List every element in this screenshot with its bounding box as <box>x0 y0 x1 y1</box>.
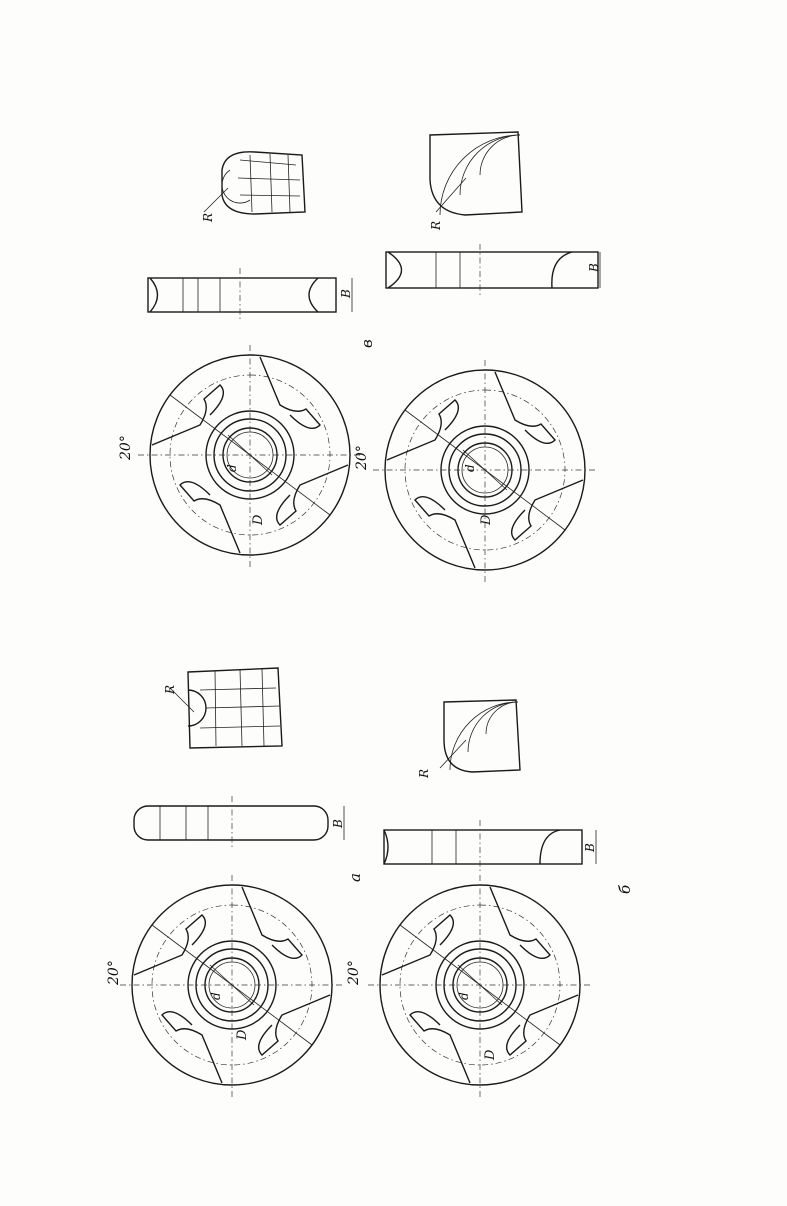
bore-label-a: d <box>209 992 223 1000</box>
svg-text:б: б <box>616 884 634 894</box>
svg-text:d: d <box>457 992 471 1000</box>
svg-text:D: D <box>251 514 266 526</box>
svg-text:20°: 20° <box>118 435 134 461</box>
svg-text:D: D <box>483 1049 498 1061</box>
svg-text:20°: 20° <box>346 960 362 986</box>
radius-label-a: R <box>163 685 177 695</box>
width-label-v1: B <box>339 289 353 299</box>
svg-text:B: B <box>331 819 345 829</box>
workpiece-v1 <box>203 151 306 215</box>
angle-label-v2: 20° <box>354 445 370 471</box>
bore-label-b: d <box>457 992 471 1000</box>
svg-text:R: R <box>417 769 431 779</box>
svg-text:R: R <box>201 213 215 223</box>
svg-text:B: B <box>587 263 601 273</box>
angle-label-b: 20° <box>346 960 362 986</box>
diameter-label-b: D <box>483 1049 498 1061</box>
diameter-label-v1: D <box>251 514 266 526</box>
radius-label-v1: R <box>201 213 215 223</box>
cutter-a <box>119 872 345 1098</box>
width-label-a: B <box>331 819 345 829</box>
bore-label-v2: d <box>463 464 477 472</box>
workpiece-a <box>169 667 283 749</box>
svg-text:D: D <box>479 514 494 526</box>
svg-text:d: d <box>209 992 223 1000</box>
svg-text:d: d <box>225 464 239 472</box>
width-label-b: B <box>583 843 597 853</box>
angle-label-a: 20° <box>106 960 122 986</box>
svg-text:а: а <box>346 873 364 882</box>
caption-a: а <box>346 873 364 882</box>
svg-text:B: B <box>339 289 353 299</box>
side-profile-v1 <box>147 268 353 322</box>
side-profile-v2 <box>385 244 601 296</box>
cutter-v1 <box>137 342 363 568</box>
svg-text:D: D <box>235 1029 250 1041</box>
cutter-b <box>367 872 593 1098</box>
angle-label-v1: 20° <box>118 435 134 461</box>
panel-v <box>137 131 601 583</box>
svg-text:B: B <box>583 843 597 853</box>
svg-text:20°: 20° <box>106 960 122 986</box>
svg-text:R: R <box>163 685 177 695</box>
diameter-label-a: D <box>235 1029 250 1041</box>
caption-v: в <box>358 339 376 348</box>
width-label-v2: B <box>587 263 601 273</box>
svg-text:20°: 20° <box>354 445 370 471</box>
caption-b: б <box>616 884 634 894</box>
bore-label-v1: d <box>225 464 239 472</box>
side-profile-a <box>133 796 345 850</box>
cutter-v2 <box>372 357 598 583</box>
svg-text:d: d <box>463 464 477 472</box>
workpiece-b <box>439 699 521 773</box>
svg-text:в: в <box>358 339 376 348</box>
radius-label-b: R <box>417 769 431 779</box>
svg-text:R: R <box>429 221 443 231</box>
panel-a <box>119 667 345 1098</box>
side-profile-b <box>383 820 597 874</box>
radius-label-v2: R <box>429 221 443 231</box>
workpiece-v2 <box>429 131 523 216</box>
diameter-label-v2: D <box>479 514 494 526</box>
panel-b <box>367 699 597 1098</box>
